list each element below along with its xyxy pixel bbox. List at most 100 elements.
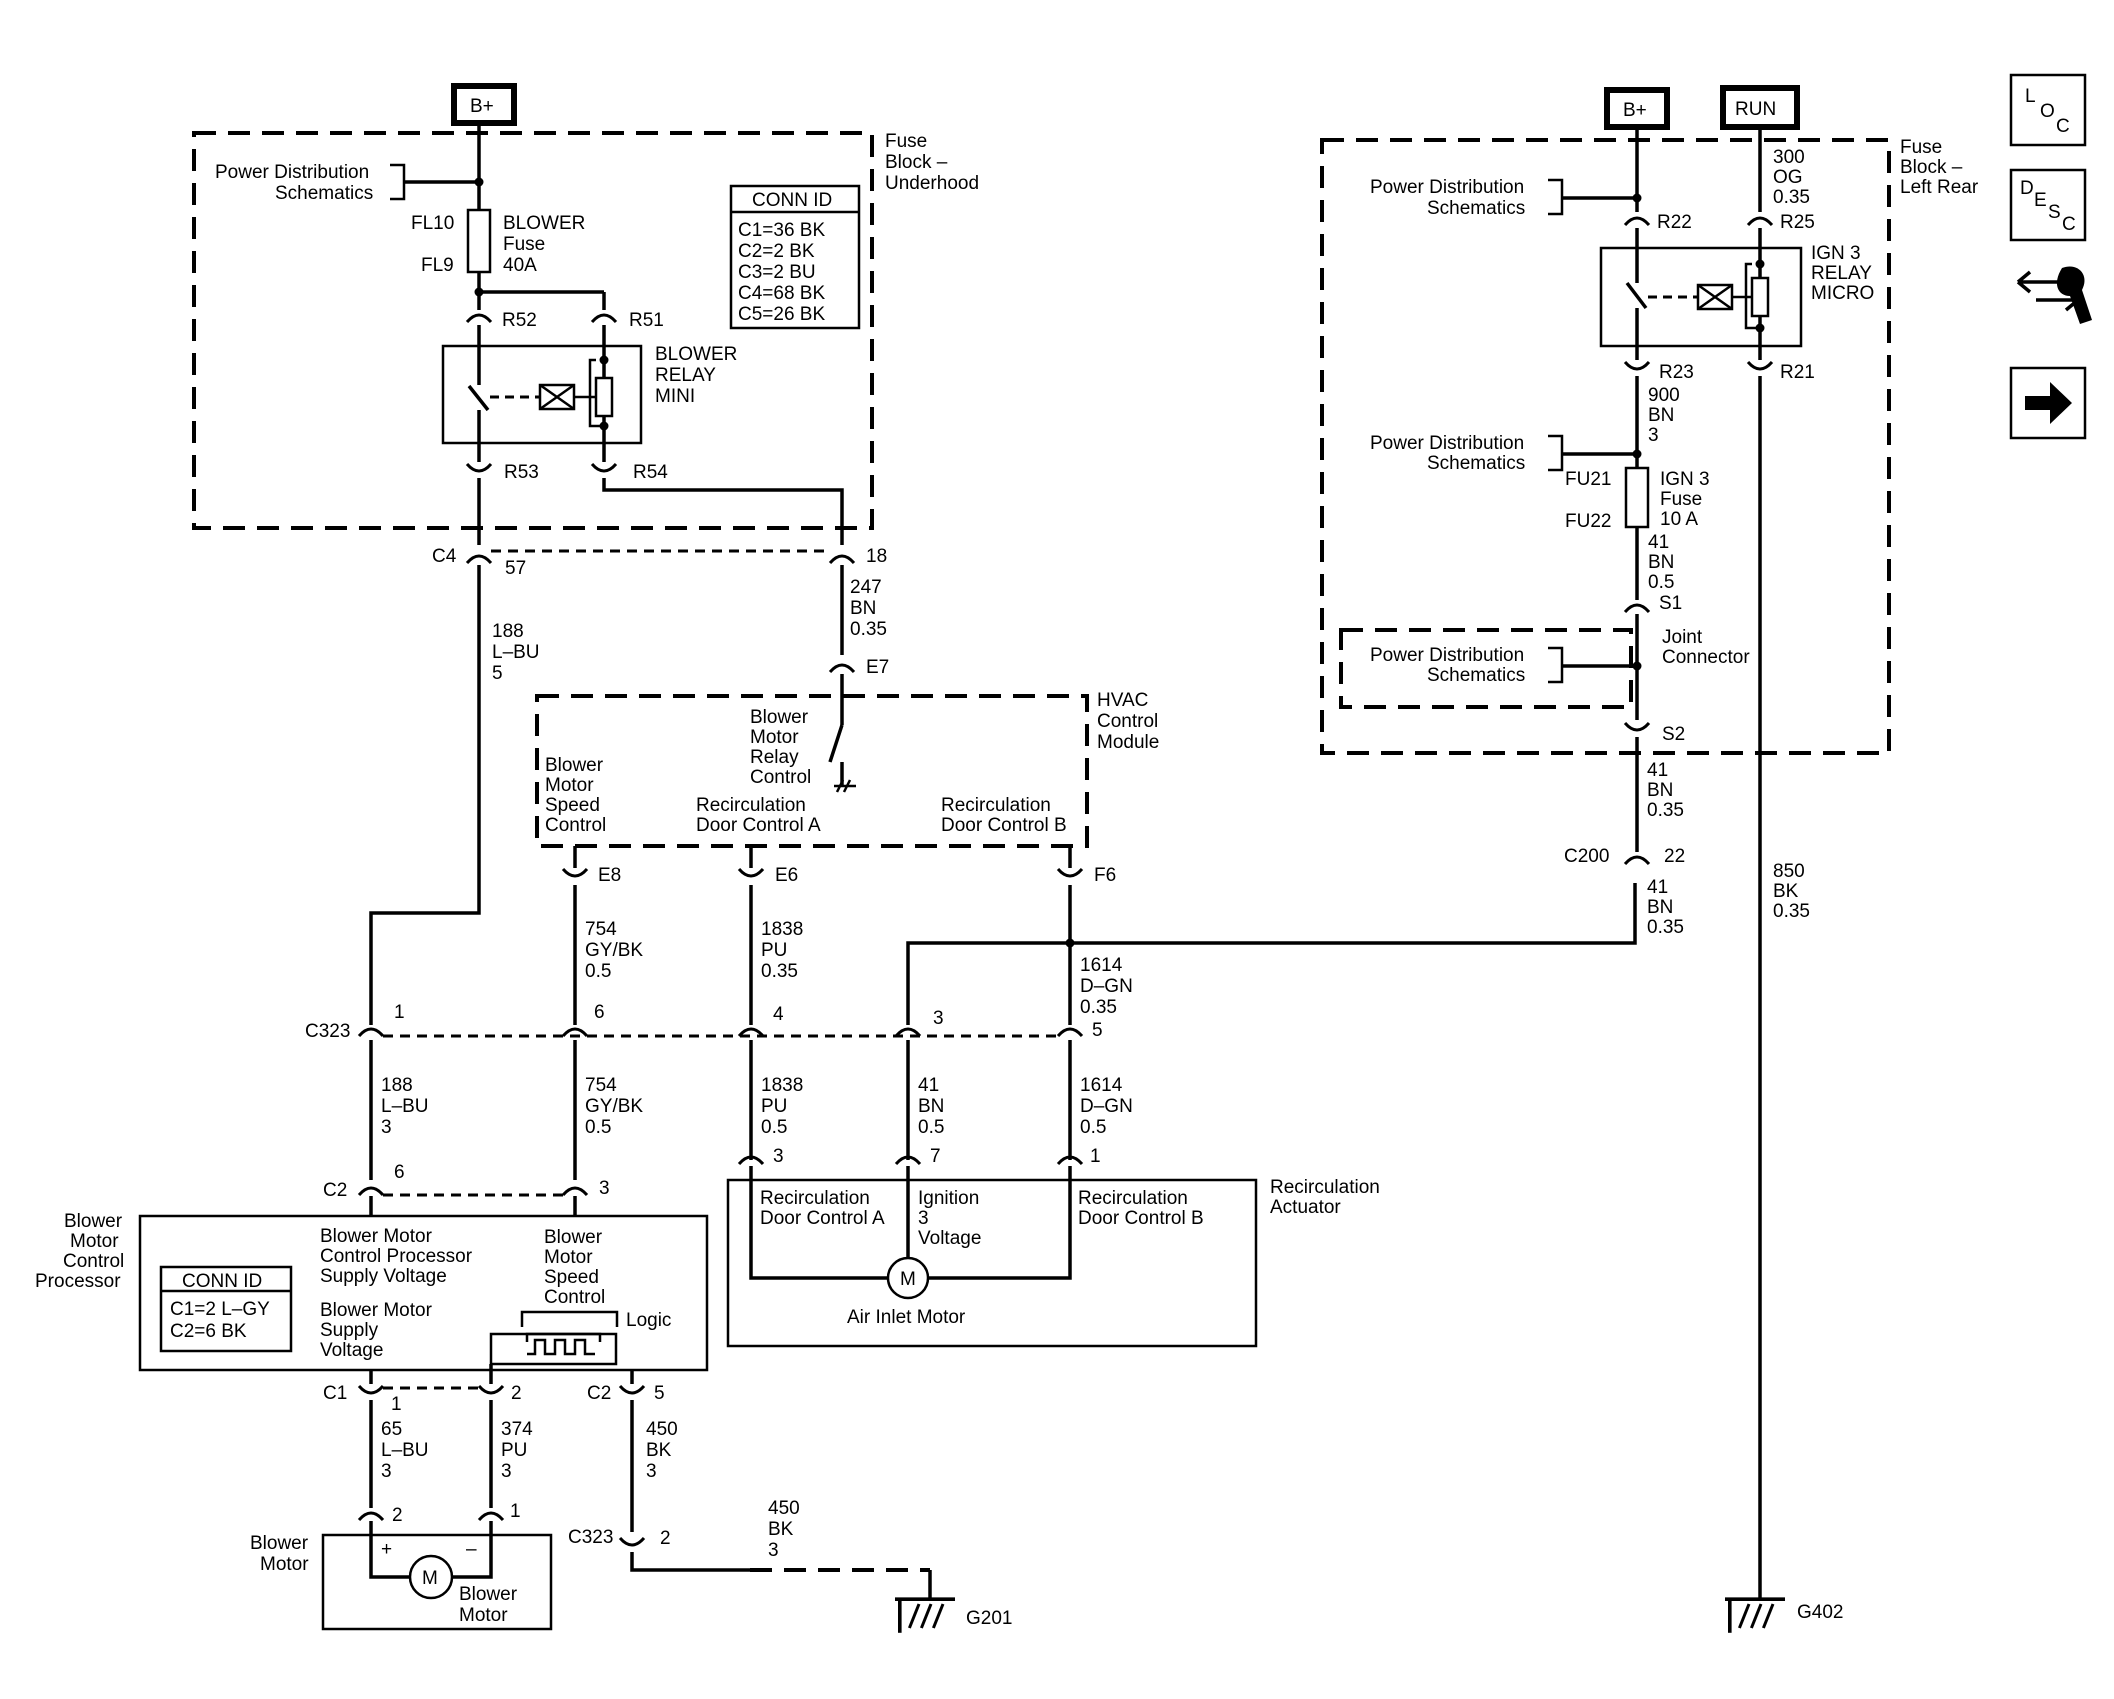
- recirc-ign-1: Ignition: [918, 1188, 979, 1209]
- pin-r53: R53: [504, 462, 539, 483]
- recirc-door-a-1: Recirculation: [760, 1188, 870, 1209]
- blower-motor-m: M: [422, 1568, 438, 1589]
- wire-247-2: BN: [850, 598, 876, 619]
- arrow-right-icon: [2025, 382, 2072, 424]
- fuse-block-left-rear-outline: [1320, 138, 1891, 755]
- pds-rear3-line1: Power Distribution: [1370, 645, 1524, 666]
- pds-rear3-line2: Schematics: [1427, 665, 1525, 686]
- hvac-speed-ctrl-4: Control: [545, 815, 606, 836]
- wire-1614-bot-3: 0.5: [1080, 1117, 1106, 1138]
- wire-247-1: 247: [850, 577, 882, 598]
- joint-connector-outline: [1339, 628, 1633, 709]
- blower-motor-inner-2: Motor: [459, 1605, 508, 1626]
- ign3-fuse-top-id: FU21: [1565, 469, 1611, 490]
- bmcp-c1-label: C1: [323, 1383, 347, 1404]
- recirc-actuator-box: [726, 1178, 1258, 1348]
- blower-motor-minus: –: [466, 1539, 477, 1560]
- pin-r51: R51: [629, 310, 664, 331]
- wire-41b-1: 41: [1647, 760, 1668, 781]
- loc-letter-l: L: [2025, 86, 2036, 107]
- bmcp-c2-pin-5: 5: [654, 1383, 665, 1404]
- run-label: RUN: [1735, 99, 1776, 120]
- bmcp-motor-supply-2: Supply: [320, 1320, 379, 1341]
- blower-motor-title-2: Motor: [260, 1554, 309, 1575]
- wire-754-top-3: 0.5: [585, 961, 611, 982]
- c4-label: C4: [432, 546, 457, 567]
- loc-letter-o: O: [2040, 101, 2055, 122]
- splice-s1: S1: [1659, 593, 1682, 614]
- connector-wrench-icon[interactable]: [2016, 266, 2092, 324]
- underhood-conn-id-row-3: C3=2 BU: [738, 262, 816, 283]
- description-view-button[interactable]: D E S C: [2009, 168, 2087, 242]
- bmcp-supply-3: Supply Voltage: [320, 1266, 447, 1287]
- blower-fuse-label-3: 40A: [503, 255, 537, 276]
- desc-letter-e: E: [2034, 190, 2047, 211]
- pin-r54: R54: [633, 462, 668, 483]
- bmcp-title-1: Blower: [64, 1211, 123, 1232]
- hvac-recirc-a-1: Recirculation: [696, 795, 806, 816]
- ground-g201-label: G201: [966, 1608, 1012, 1629]
- c323-pin-4: 4: [773, 1004, 784, 1025]
- blower-motor-pin-2: 2: [392, 1505, 403, 1526]
- ign3-relay-label-1: IGN 3: [1811, 243, 1861, 264]
- location-view-button[interactable]: L O C: [2009, 73, 2087, 147]
- wire-754-bot-3: 0.5: [585, 1117, 611, 1138]
- fuse-block-underhood-title-3: Underhood: [885, 173, 979, 194]
- wire-450b-1: 450: [768, 1498, 800, 1519]
- hvac-recirc-b-2: Door Control B: [941, 815, 1067, 836]
- next-page-button[interactable]: [2009, 366, 2087, 440]
- wire-754-top-2: GY/BK: [585, 940, 643, 961]
- recirc-pin-3: 3: [773, 1146, 784, 1167]
- wire-450a-2: BK: [646, 1440, 672, 1461]
- loc-letter-c: C: [2056, 116, 2070, 137]
- fuse-block-left-rear-title-1: Fuse: [1900, 137, 1942, 158]
- bmcp-title-2: Motor: [70, 1231, 119, 1252]
- ign3-fuse: [1624, 466, 1650, 529]
- pds-underhood-line1: Power Distribution: [215, 162, 369, 183]
- wire-374-2: PU: [501, 1440, 527, 1461]
- wire-65-2: L–BU: [381, 1440, 429, 1461]
- fuse-block-underhood-outline: [192, 131, 874, 530]
- hvac-recirc-b-1: Recirculation: [941, 795, 1051, 816]
- wire-247-3: 0.35: [850, 619, 887, 640]
- bmcp-motor-supply-3: Voltage: [320, 1340, 383, 1361]
- air-inlet-motor-symbol: [886, 1256, 930, 1300]
- hvac-speed-ctrl-1: Blower: [545, 755, 604, 776]
- underhood-conn-id-row-5: C5=26 BK: [738, 304, 825, 325]
- wire-1838-bot-3: 0.5: [761, 1117, 787, 1138]
- c4-pin-18: 18: [866, 546, 887, 567]
- wire-450b-2: BK: [768, 1519, 794, 1540]
- pds-rear2-line2: Schematics: [1427, 453, 1525, 474]
- wire-41c-3: 0.35: [1647, 917, 1684, 938]
- recirc-title-1: Recirculation: [1270, 1177, 1380, 1198]
- wire-41a-1: 41: [1648, 532, 1669, 553]
- bmcp-speed-2: Motor: [544, 1247, 593, 1268]
- wire-41a-3: 0.5: [1648, 572, 1674, 593]
- wire-1614-bot-1: 1614: [1080, 1075, 1123, 1096]
- wire-300-1: 300: [1773, 147, 1805, 168]
- wire-850-2: BK: [1773, 881, 1799, 902]
- bmcp-conn-id-box: [159, 1265, 293, 1353]
- hvac-control-module-outline: [535, 694, 1089, 848]
- fuse-block-underhood-title-2: Block –: [885, 152, 948, 173]
- wire-41-bot-1: 41: [918, 1075, 939, 1096]
- recirc-title-2: Actuator: [1270, 1197, 1341, 1218]
- bmcp-title-4: Processor: [35, 1271, 121, 1292]
- ground-c323-label: C323: [568, 1527, 613, 1548]
- bmcp-speed-1: Blower: [544, 1227, 603, 1248]
- wire-1838-bot-2: PU: [761, 1096, 787, 1117]
- joint-connector-label-2: Connector: [1662, 647, 1750, 668]
- c200-pin-22: 22: [1664, 846, 1685, 867]
- fuse-block-left-rear-title-3: Left Rear: [1900, 177, 1979, 198]
- underhood-conn-id-row-4: C4=68 BK: [738, 283, 825, 304]
- c4-pin-57: 57: [505, 558, 526, 579]
- hvac-speed-ctrl-2: Motor: [545, 775, 594, 796]
- blower-relay-label-3: MINI: [655, 386, 695, 407]
- bmcp-speed-3: Speed: [544, 1267, 599, 1288]
- ign3-relay-box: [1599, 246, 1803, 348]
- wire-300-2: OG: [1773, 167, 1803, 188]
- air-inlet-motor-label: Air Inlet Motor: [847, 1307, 966, 1328]
- desc-letter-d: D: [2020, 178, 2034, 199]
- bmcp-conn-id-row-2: C2=6 BK: [170, 1321, 247, 1342]
